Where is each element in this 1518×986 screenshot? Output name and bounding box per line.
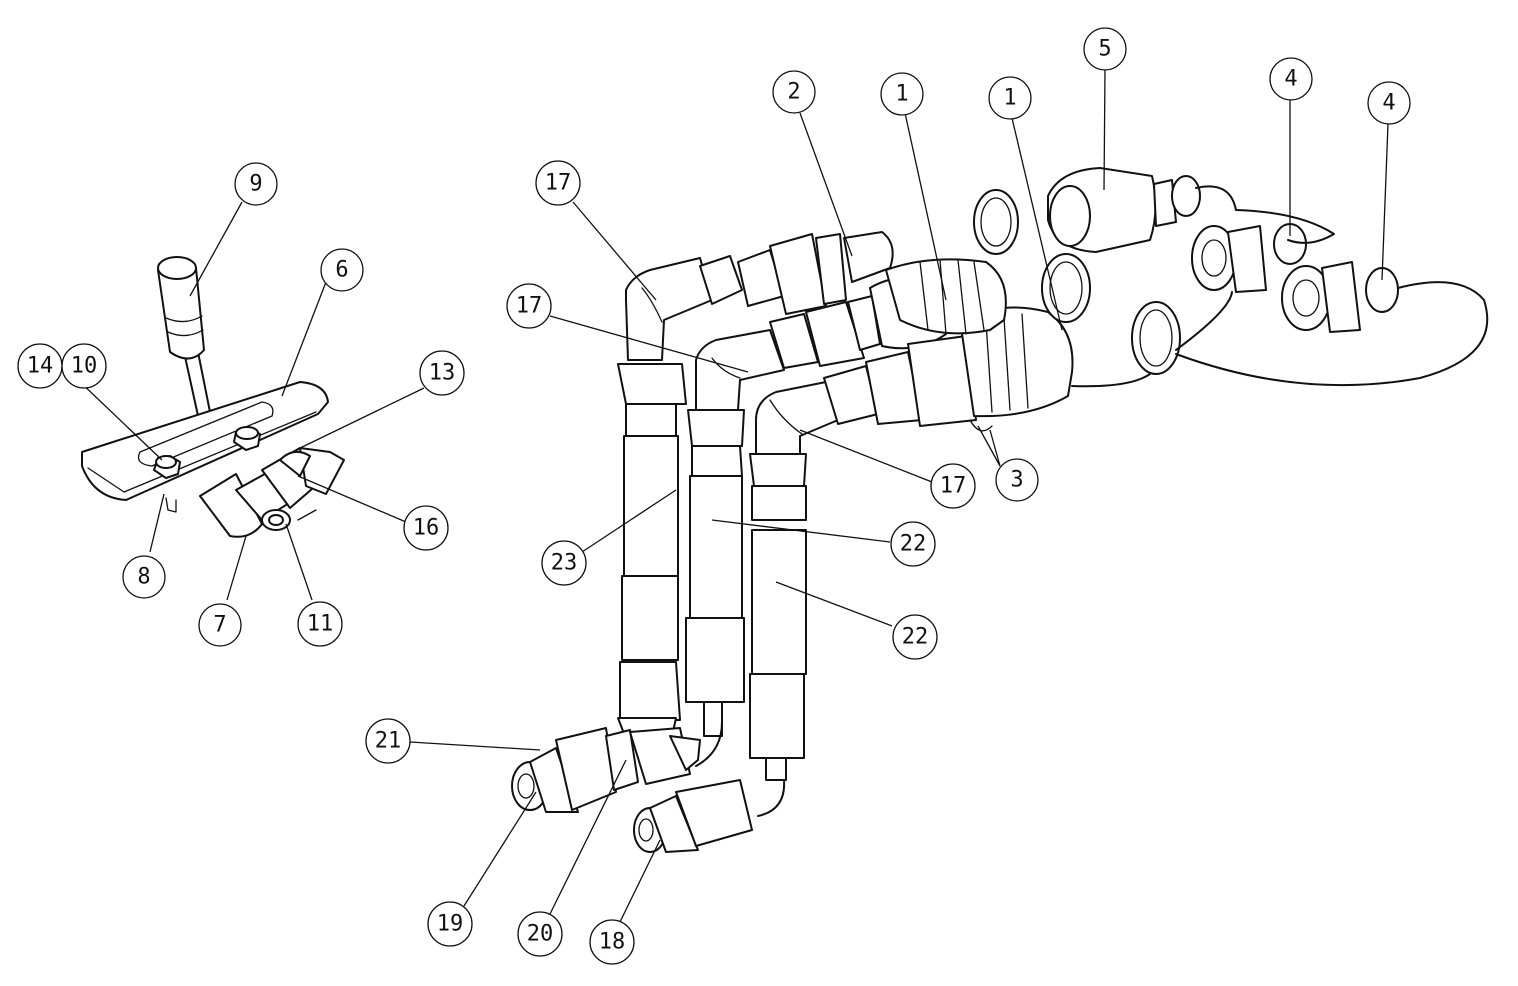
svg-text:18: 18: [599, 930, 626, 955]
callout-1-left: 1: [880, 72, 924, 116]
callout-2: 2: [772, 70, 816, 114]
svg-text:23: 23: [551, 551, 578, 576]
callout-5: 5: [1083, 27, 1127, 71]
callout-13: 13: [419, 350, 465, 396]
hose-coupler-assembly: [511, 167, 1489, 853]
callout-4-right: 4: [1367, 81, 1411, 125]
svg-text:2: 2: [787, 80, 800, 105]
svg-text:4: 4: [1284, 67, 1297, 92]
callout-22-lower: 22: [892, 614, 938, 660]
callout-23: 23: [541, 540, 587, 586]
callout-14: 14: [17, 343, 63, 389]
svg-text:6: 6: [335, 258, 348, 283]
callout-22-upper: 22: [890, 521, 936, 567]
svg-text:3: 3: [1010, 468, 1023, 493]
callout-10: 10: [61, 343, 107, 389]
callout-6: 6: [320, 248, 364, 292]
control-lever-assembly: [81, 256, 345, 538]
svg-text:21: 21: [375, 729, 402, 754]
callout-8: 8: [122, 555, 166, 599]
svg-text:20: 20: [527, 922, 554, 947]
callout-16: 16: [403, 505, 449, 551]
svg-text:22: 22: [900, 532, 927, 557]
callout-7: 7: [198, 603, 242, 647]
callout-3: 3: [995, 458, 1039, 502]
svg-text:1: 1: [895, 82, 908, 107]
callout-18: 18: [589, 919, 635, 965]
callout-19: 19: [427, 901, 473, 947]
callout-17-lower: 17: [930, 463, 976, 509]
callout-1-right: 1: [988, 76, 1032, 120]
callout-4-left: 4: [1269, 57, 1313, 101]
fitting-18: [633, 779, 753, 853]
svg-text:11: 11: [307, 612, 334, 637]
coupler-upper: [885, 258, 1007, 335]
svg-text:16: 16: [413, 516, 440, 541]
svg-text:17: 17: [940, 474, 967, 499]
o-ring: [1131, 301, 1181, 375]
svg-text:4: 4: [1382, 91, 1395, 116]
plate-bolt: [233, 426, 261, 451]
svg-text:17: 17: [516, 294, 543, 319]
svg-text:14: 14: [27, 354, 54, 379]
plug-lower: [1281, 261, 1399, 333]
dust-cap: [1047, 167, 1201, 253]
leader-lines: [77, 69, 1389, 923]
callout-17-middle: 17: [506, 283, 552, 329]
callout-11: 11: [297, 601, 343, 647]
hose-c: [749, 306, 1074, 817]
svg-text:10: 10: [71, 354, 98, 379]
svg-text:5: 5: [1098, 37, 1111, 62]
svg-text:9: 9: [249, 172, 262, 197]
callout-9: 9: [234, 162, 278, 206]
svg-text:22: 22: [902, 625, 929, 650]
svg-text:13: 13: [429, 361, 456, 386]
callout-20: 20: [517, 911, 563, 957]
callout-17-top: 17: [535, 160, 581, 206]
svg-text:1: 1: [1003, 86, 1016, 111]
svg-text:19: 19: [437, 912, 464, 937]
callout-21: 21: [365, 718, 411, 764]
svg-text:17: 17: [545, 171, 572, 196]
svg-text:7: 7: [213, 613, 226, 638]
fitting-19-21: [511, 727, 701, 813]
o-ring: [1041, 253, 1091, 323]
svg-text:8: 8: [137, 565, 150, 590]
plug-upper: [1191, 223, 1307, 293]
